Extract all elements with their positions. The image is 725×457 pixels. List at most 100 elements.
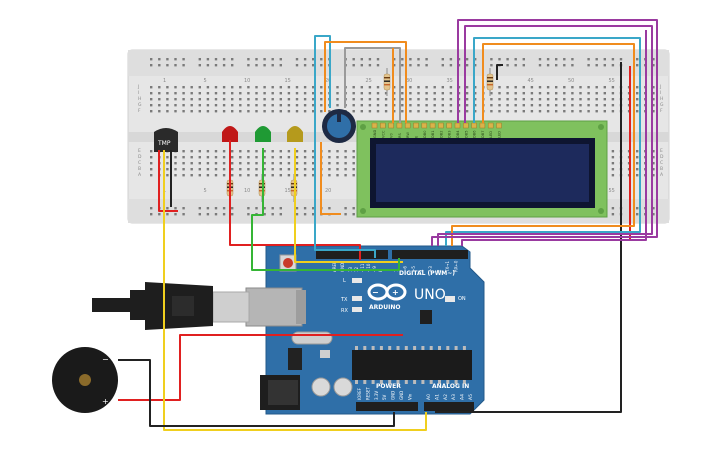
breadboard-hole [344, 150, 347, 153]
breadboard-hole [579, 104, 582, 107]
breadboard-hole [295, 168, 299, 171]
breadboard-hole [563, 98, 566, 101]
breadboard-hole [393, 92, 396, 95]
breadboard-hole [652, 110, 655, 113]
breadboard-hole [352, 174, 355, 177]
breadboard-hole [231, 98, 234, 101]
breadboard-hole [206, 156, 210, 159]
breadboard-hole [514, 86, 517, 89]
breadboard-hole [255, 86, 258, 89]
breadboard-hole [198, 104, 201, 107]
breadboard-rail-hole [214, 64, 218, 67]
breadboard-hole [465, 110, 469, 113]
breadboard-hole [384, 104, 388, 107]
row-letter: D [660, 154, 664, 160]
led-red [222, 126, 238, 142]
breadboard-hole [514, 98, 517, 101]
column-number: 15 [285, 78, 291, 84]
lcd-pin-label: E [415, 135, 419, 138]
breadboard-rail-hole [619, 58, 623, 61]
breadboard-rail-hole [271, 64, 274, 67]
breadboard-hole [222, 98, 226, 101]
breadboard-rail-hole [563, 58, 566, 61]
power-header [356, 402, 418, 411]
breadboard-hole [158, 92, 161, 95]
breadboard-hole [368, 104, 372, 107]
breadboard-hole [636, 98, 639, 101]
breadboard-hole [166, 98, 169, 101]
breadboard-rail-hole [222, 64, 226, 67]
breadboard-rail-hole [303, 64, 307, 67]
breadboard-hole [206, 174, 210, 177]
analog-header [424, 402, 474, 411]
breadboard-rail-hole [352, 207, 355, 210]
breadboard-rail-hole [352, 64, 355, 67]
breadboard-hole [166, 156, 169, 159]
breadboard-hole [636, 174, 639, 177]
breadboard-hole [352, 86, 355, 89]
breadboard-hole [636, 92, 639, 95]
breadboard-hole [247, 110, 250, 113]
breadboard-rail-hole [409, 64, 412, 67]
breadboard-hole [360, 86, 363, 89]
breadboard-hole [555, 98, 558, 101]
breadboard-hole [198, 92, 201, 95]
breadboard-hole [182, 86, 185, 89]
breadboard-hole [320, 98, 323, 101]
lcd-pin-label: RS [398, 133, 402, 138]
breadboard-rail-hole [425, 58, 428, 61]
breadboard-hole [303, 150, 307, 153]
breadboard-rail-hole [376, 58, 380, 61]
column-number: 5 [204, 78, 207, 84]
breadboard-hole [174, 174, 177, 177]
breadboard-rail-hole [158, 64, 161, 67]
breadboard-hole [336, 174, 339, 177]
analog-pin-label: A3 [451, 394, 457, 400]
breadboard-rail-hole [263, 207, 266, 210]
breadboard-hole [417, 110, 420, 113]
column-number: 30 [406, 78, 412, 84]
breadboard-hole [603, 110, 606, 113]
digital-pin-label: 4 [420, 269, 425, 272]
breadboard-hole [231, 168, 234, 171]
breadboard-rail-hole [611, 64, 615, 67]
breadboard-hole [174, 86, 177, 89]
breadboard-rail-hole [182, 207, 185, 210]
breadboard-hole [433, 92, 436, 95]
breadboard-rail-hole [198, 64, 201, 67]
potentiometer[interactable] [322, 109, 356, 143]
breadboard-hole [538, 110, 542, 113]
breadboard-hole [336, 162, 339, 165]
digital-pin-label: ~5 [411, 266, 416, 272]
breadboard-hole [206, 92, 210, 95]
breadboard-rail-hole [490, 58, 493, 61]
breadboard-hole [312, 174, 315, 177]
breadboard-hole [376, 110, 380, 113]
breadboard-rail-hole [465, 58, 469, 61]
breadboard-hole [393, 104, 396, 107]
breadboard-rail-hole [166, 58, 169, 61]
breadboard-hole [441, 86, 444, 89]
breadboard-hole [214, 156, 218, 159]
breadboard-hole [174, 110, 177, 113]
lcd-screen [376, 144, 589, 202]
breadboard-hole [368, 86, 372, 89]
breadboard-hole [214, 86, 218, 89]
breadboard-hole [546, 86, 550, 89]
breadboard-rail-hole [441, 58, 444, 61]
resistor [486, 68, 494, 96]
breadboard-rail-hole [417, 64, 420, 67]
breadboard-rail-hole [263, 58, 266, 61]
breadboard-hole [231, 110, 234, 113]
breadboard-hole [255, 110, 258, 113]
breadboard-hole [636, 110, 639, 113]
breadboard-hole [652, 150, 655, 153]
breadboard-hole [336, 168, 339, 171]
column-number: 20 [325, 78, 331, 84]
breadboard-hole [271, 104, 274, 107]
wire-lcd-db4 [451, 43, 635, 246]
breadboard-hole [182, 110, 185, 113]
breadboard-hole [652, 98, 655, 101]
capacitor [311, 377, 331, 397]
